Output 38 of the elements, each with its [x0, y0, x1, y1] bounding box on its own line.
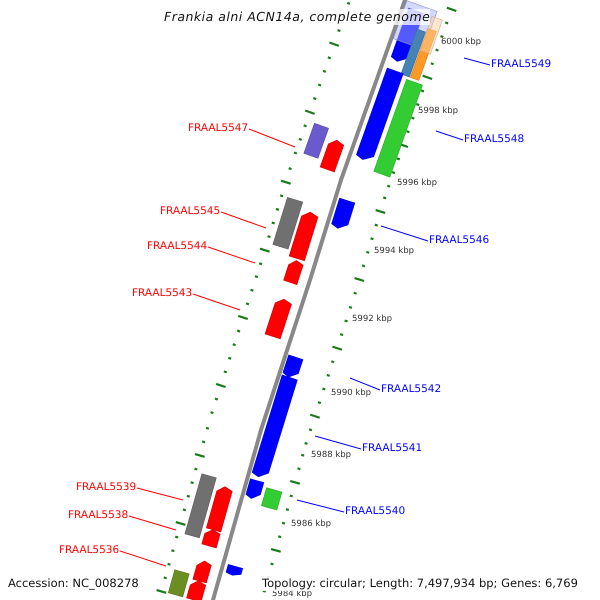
scale-label: 5998 kbp — [418, 106, 458, 116]
leader-line — [436, 130, 464, 140]
footer-text: Accession: NC_008278 — [8, 576, 139, 591]
gene-label: FRAAL5543 — [132, 287, 192, 299]
scale-label: 5996 kbp — [397, 178, 438, 188]
gene-label: FRAAL5540 — [345, 505, 406, 517]
leader-line — [314, 436, 362, 450]
gene-label: FRAAL5541 — [362, 442, 422, 454]
gene-label: FRAAL5544 — [147, 240, 208, 252]
leader-line — [128, 516, 176, 530]
gene-label: FRAAL5542 — [381, 383, 442, 395]
gene-label: FRAAL5549 — [491, 58, 552, 70]
leader-line — [208, 246, 256, 264]
scale-label: 5988 kbp — [311, 450, 352, 460]
scale-label: 5984 kbp — [272, 589, 312, 599]
scale-label: 5990 kbp — [331, 388, 372, 398]
leader-line — [220, 212, 266, 228]
scale-label: 6000 kbp — [441, 37, 482, 47]
title: Frankia alni ACN14a, complete genome — [164, 9, 430, 25]
leader-line — [380, 226, 428, 242]
leader-line — [464, 58, 490, 66]
leader-line — [120, 550, 166, 566]
scale-label: 5986 kbp — [291, 519, 332, 529]
footer-text: Topology: circular; Length: 7,497,934 bp; Genes: 6,769 — [262, 576, 578, 591]
gene-label: FRAAL5546 — [429, 234, 490, 246]
leader-line — [248, 128, 296, 148]
leader-line — [136, 488, 184, 500]
gene-label: FRAAL5539 — [76, 481, 136, 493]
leader-line — [192, 294, 240, 310]
gene-label: FRAAL5538 — [68, 509, 128, 521]
scale-label: 5992 kbp — [352, 314, 392, 324]
gene-label: FRAAL5545 — [160, 205, 220, 217]
gene-label: FRAAL5547 — [188, 122, 248, 134]
leader-line — [296, 500, 344, 512]
leader-line — [350, 378, 380, 390]
gene-label: FRAAL5536 — [59, 544, 120, 556]
gene-label: FRAAL5548 — [464, 133, 524, 145]
scale-label: 5994 kbp — [374, 246, 414, 256]
